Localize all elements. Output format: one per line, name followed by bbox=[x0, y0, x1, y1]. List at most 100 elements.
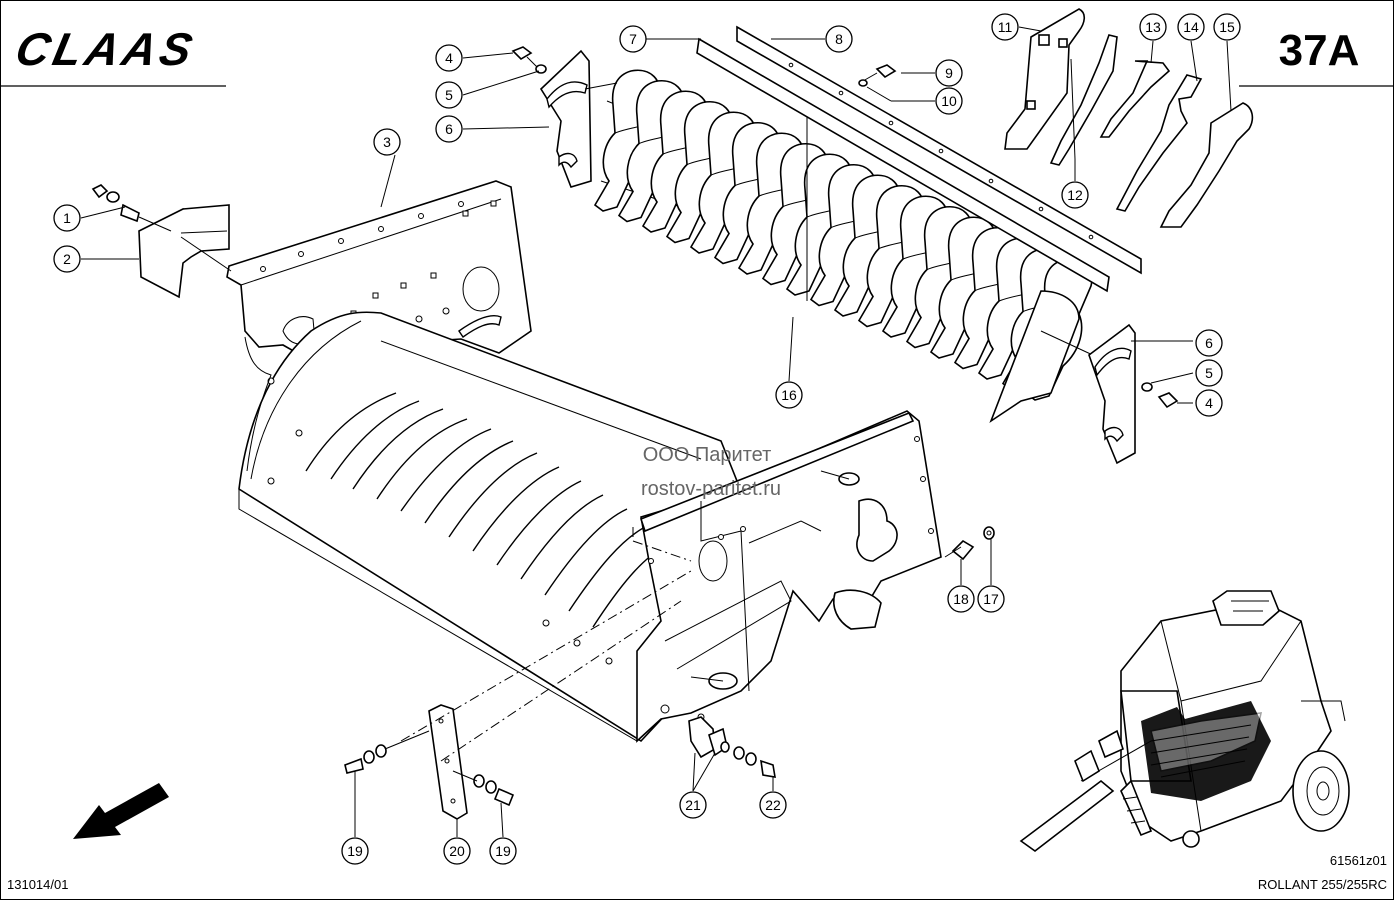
callout-circle bbox=[435, 44, 463, 72]
footer-drawing-code: 61561z01 bbox=[1330, 853, 1387, 868]
callout-label: 6 bbox=[445, 121, 453, 137]
brand-logo-text: CLAAS bbox=[11, 23, 200, 74]
callout-10: 10 bbox=[935, 87, 963, 115]
callout-circle bbox=[825, 25, 853, 53]
callout-circle bbox=[1195, 359, 1223, 387]
callout-22: 22 bbox=[759, 791, 787, 819]
callout-label: 4 bbox=[445, 50, 453, 66]
callout-11: 11 bbox=[991, 13, 1019, 41]
callout-circle bbox=[977, 585, 1005, 613]
callout-label: 2 bbox=[63, 251, 71, 267]
direction-arrow-icon bbox=[73, 783, 169, 839]
callout-circle bbox=[991, 13, 1019, 41]
callout-6: 6 bbox=[1195, 329, 1223, 357]
callout-12: 12 bbox=[1061, 181, 1089, 209]
part-21-bracket bbox=[688, 716, 728, 759]
part-11-knife bbox=[1004, 8, 1086, 150]
footer-model: ROLLANT 255/255RC bbox=[1258, 877, 1387, 892]
callout-15: 15 bbox=[1213, 13, 1241, 41]
callout-6: 6 bbox=[435, 115, 463, 143]
part-14-knife bbox=[1115, 74, 1203, 212]
bolt-19-left bbox=[344, 730, 430, 774]
part-13-knife bbox=[1099, 60, 1171, 138]
callout-circle bbox=[619, 25, 647, 53]
callout-circle bbox=[1061, 181, 1089, 209]
callout-label: 7 bbox=[629, 31, 637, 47]
callout-circle bbox=[1195, 389, 1223, 417]
part-15-knife bbox=[1159, 102, 1254, 228]
callout-2: 2 bbox=[53, 245, 81, 273]
bolt-1 bbox=[91, 184, 172, 232]
callout-circle bbox=[679, 791, 707, 819]
part-2-guard bbox=[138, 204, 232, 299]
page-code: 37A bbox=[1279, 26, 1360, 75]
callout-circle bbox=[435, 115, 463, 143]
callout-13: 13 bbox=[1139, 13, 1167, 41]
callout-label: 22 bbox=[765, 797, 781, 813]
callout-label: 4 bbox=[1205, 395, 1213, 411]
callout-label: 15 bbox=[1219, 19, 1235, 35]
callout-circle bbox=[53, 204, 81, 232]
callout-label: 18 bbox=[953, 591, 969, 607]
callout-label: 20 bbox=[449, 843, 465, 859]
callout-label: 21 bbox=[685, 797, 701, 813]
floor-pan bbox=[238, 311, 782, 743]
callout-20: 20 bbox=[443, 837, 471, 865]
bolt-4-top bbox=[511, 46, 547, 74]
assembly-dash-lines bbox=[400, 527, 692, 762]
washer-10 bbox=[858, 79, 868, 87]
callout-19: 19 bbox=[341, 837, 369, 865]
callout-14: 14 bbox=[1177, 13, 1205, 41]
callout-circle bbox=[1177, 13, 1205, 41]
callout-circle bbox=[775, 381, 803, 409]
bolt-19-right bbox=[452, 770, 515, 807]
callout-9: 9 bbox=[935, 59, 963, 87]
callout-label: 9 bbox=[945, 65, 953, 81]
callout-3: 3 bbox=[373, 128, 401, 156]
bolt-18 bbox=[944, 539, 975, 561]
callout-21: 21 bbox=[679, 791, 707, 819]
callout-label: 11 bbox=[998, 19, 1013, 35]
callout-label: 12 bbox=[1067, 187, 1083, 203]
callout-circle bbox=[443, 837, 471, 865]
callout-4: 4 bbox=[435, 44, 463, 72]
callout-1: 1 bbox=[53, 204, 81, 232]
callout-18: 18 bbox=[947, 585, 975, 613]
callout-label: 10 bbox=[941, 93, 957, 109]
callout-circle bbox=[435, 81, 463, 109]
right-side-frame bbox=[636, 410, 942, 743]
bolt-22 bbox=[720, 741, 776, 778]
part-6-bracket-right bbox=[1088, 323, 1179, 465]
callout-circle bbox=[341, 837, 369, 865]
callout-circle bbox=[935, 87, 963, 115]
callout-circle bbox=[53, 245, 81, 273]
part-20-strip bbox=[428, 704, 468, 820]
callout-label: 6 bbox=[1205, 335, 1213, 351]
callout-5: 5 bbox=[435, 81, 463, 109]
callout-5: 5 bbox=[1195, 359, 1223, 387]
baler-overview-illustration bbox=[1019, 590, 1350, 852]
callout-circle bbox=[947, 585, 975, 613]
callout-19: 19 bbox=[489, 837, 517, 865]
callout-label: 19 bbox=[495, 843, 511, 859]
callout-label: 17 bbox=[983, 591, 999, 607]
callout-label: 14 bbox=[1183, 19, 1199, 35]
callout-17: 17 bbox=[977, 585, 1005, 613]
watermark-line-2: rostov-paritet.ru bbox=[641, 478, 781, 500]
watermark-line-1: ООО Паритет bbox=[643, 444, 772, 466]
callout-label: 8 bbox=[835, 31, 843, 47]
part-12-knife bbox=[1049, 34, 1118, 166]
callout-label: 3 bbox=[383, 134, 391, 150]
washer-17 bbox=[983, 526, 995, 540]
part-7-strip bbox=[696, 37, 1110, 293]
callout-4: 4 bbox=[1195, 389, 1223, 417]
part-8-strip bbox=[736, 25, 1142, 275]
callout-label: 13 bbox=[1145, 19, 1161, 35]
callout-circle bbox=[489, 837, 517, 865]
callout-leaders bbox=[80, 26, 1232, 838]
callout-label: 19 bbox=[347, 843, 363, 859]
callout-label: 1 bbox=[63, 210, 71, 226]
